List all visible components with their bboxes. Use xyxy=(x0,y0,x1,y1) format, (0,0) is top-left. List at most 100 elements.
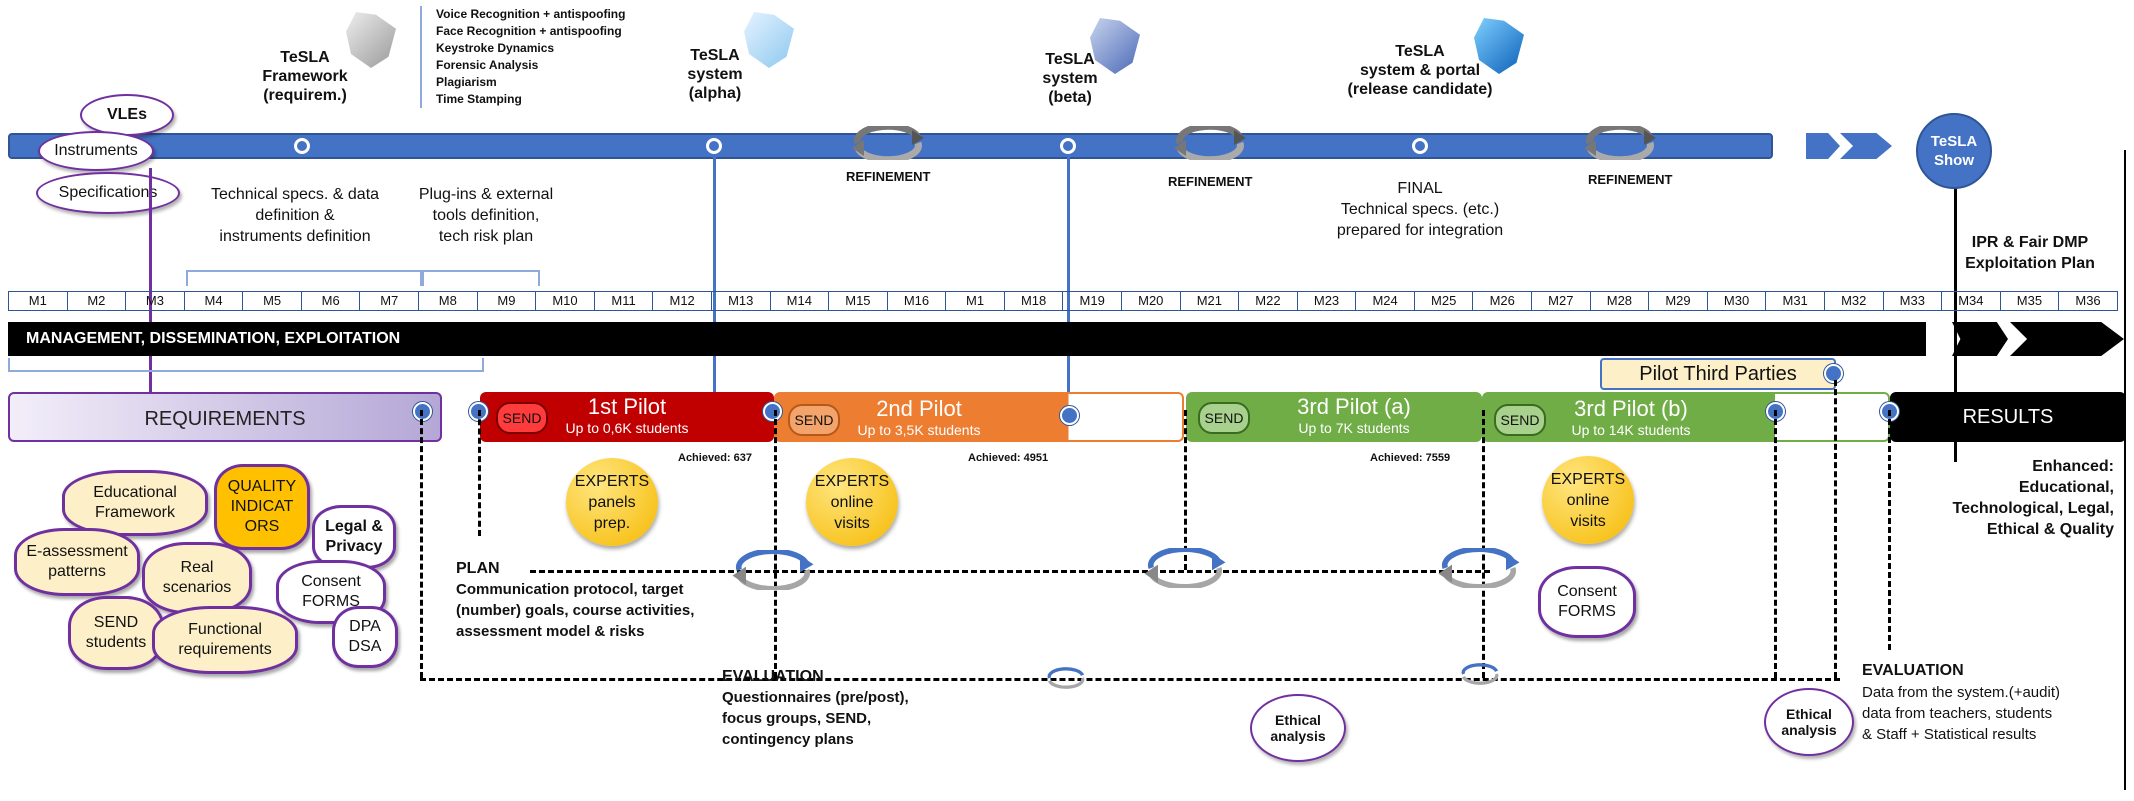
pilot-1-target: Up to 0,6K students xyxy=(565,420,689,436)
month-cell: M16 xyxy=(888,292,947,310)
ipr-note: IPR & Fair DMP Exploitation Plan xyxy=(1965,234,2095,272)
send-badge: SEND xyxy=(788,404,840,436)
month-cell: M7 xyxy=(360,292,420,310)
experts-online-visits-badge: EXPERTS online visits xyxy=(1542,456,1634,544)
pilot-3a-target: Up to 7K students xyxy=(1298,420,1410,436)
management-bar: MANAGEMENT, DISSEMINATION, EXPLOITATION xyxy=(8,322,1926,356)
milestone-release-title: TeSLA system & portal (release candidate… xyxy=(1347,43,1493,98)
month-cell: M28 xyxy=(1591,292,1650,310)
month-cell: M29 xyxy=(1649,292,1708,310)
cycle-icon xyxy=(1144,548,1226,588)
milestone-beta-title: TeSLA system (beta) xyxy=(1042,51,1098,106)
req-line xyxy=(149,168,152,392)
bracket xyxy=(420,270,540,286)
timeline-arrow xyxy=(1840,133,1892,159)
month-cell: M12 xyxy=(653,292,712,310)
ethical-analysis-bubble: Ethical analysis xyxy=(1764,688,1854,756)
month-cell: M1 xyxy=(946,292,1005,310)
dpa-dsa-bubble: DPA DSA xyxy=(332,606,398,668)
pilot-3a-achieved: Achieved: 7559 xyxy=(1370,452,1451,464)
month-cell: M4 xyxy=(185,292,244,310)
month-cell: M10 xyxy=(536,292,595,310)
tesla-show-button[interactable]: TeSLA Show xyxy=(1916,113,1992,189)
experts-panels-badge: EXPERTS panels prep. xyxy=(566,458,658,546)
cycle-icon xyxy=(732,550,814,590)
feature-item: Plagiarism xyxy=(436,75,497,89)
month-cell: M1 xyxy=(9,292,68,310)
milestone-framework-title: TeSLA Framework (requirem.) xyxy=(262,49,348,104)
month-cell: M34 xyxy=(1942,292,2001,310)
dashed-vertical xyxy=(478,410,481,536)
dashed-vertical xyxy=(774,410,777,678)
pilot-1-achieved: Achieved: 637 xyxy=(678,452,752,464)
plan-title: PLAN xyxy=(456,560,500,577)
month-cell: M33 xyxy=(1884,292,1943,310)
month-cell: M21 xyxy=(1181,292,1240,310)
refinement-label: REFINEMENT xyxy=(846,169,931,184)
month-cell: M22 xyxy=(1239,292,1298,310)
pilot-2-achieved: Achieved: 4951 xyxy=(968,452,1049,464)
month-cell: M13 xyxy=(712,292,771,310)
dashed-vertical xyxy=(1482,410,1485,678)
month-cell: M15 xyxy=(829,292,888,310)
phase-dot xyxy=(1060,406,1079,425)
feature-item: Keystroke Dynamics xyxy=(436,41,555,55)
month-cell: M19 xyxy=(1063,292,1122,310)
cycle-icon xyxy=(1438,548,1520,588)
timeline-arrow xyxy=(1806,133,1840,159)
bracket xyxy=(186,270,424,286)
cycle-icon xyxy=(1047,667,1085,689)
month-cell: M25 xyxy=(1415,292,1474,310)
results-phase: RESULTS xyxy=(1890,392,2126,442)
evaluation-description: Questionnaires (pre/post), focus groups,… xyxy=(722,689,909,748)
milestone-release xyxy=(1412,138,1428,154)
month-cell: M27 xyxy=(1532,292,1591,310)
consent-forms-bubble: Consent FORMS xyxy=(1538,566,1636,638)
refinement-cycle-icon xyxy=(852,126,924,160)
month-cell: M5 xyxy=(243,292,302,310)
pilot-3b-phase: SEND 3rd Pilot (b) Up to 14K students xyxy=(1482,392,1890,442)
dashed-vertical xyxy=(1888,410,1891,650)
requirements-label: REQUIREMENTS xyxy=(144,408,306,430)
beta-line xyxy=(1067,154,1070,418)
month-cell: M8 xyxy=(419,292,478,310)
e-assessment-patterns-bubble: E-assessment patterns xyxy=(14,528,140,596)
dashed-vertical xyxy=(1184,410,1187,570)
pilot-3b-target: Up to 14K students xyxy=(1571,422,1691,438)
educational-framework-bubble: Educational Framework xyxy=(62,470,208,536)
month-cell: M2 xyxy=(68,292,127,310)
month-cell: M20 xyxy=(1122,292,1181,310)
refinement-label: REFINEMENT xyxy=(1588,172,1673,187)
dashed-vertical xyxy=(1774,410,1777,678)
month-cell: M6 xyxy=(302,292,361,310)
enhanced-results: Enhanced: Educational, Technological, Le… xyxy=(1952,458,2114,538)
pilot-3a-title: 3rd Pilot (a) xyxy=(1297,394,1411,419)
final-specs-note: FINAL Technical specs. (etc.) prepared f… xyxy=(1336,180,1504,239)
real-scenarios-bubble: Real scenarios xyxy=(142,542,252,614)
quality-indicators-bubble: QUALITY INDICAT ORS xyxy=(214,464,310,550)
refinement-label: REFINEMENT xyxy=(1168,174,1253,189)
pilot-3a-phase: SEND 3rd Pilot (a) Up to 7K students xyxy=(1186,392,1482,442)
requirements-phase: REQUIREMENTS xyxy=(8,392,442,442)
phase-dot xyxy=(763,402,782,421)
instruments-bubble: Instruments xyxy=(38,131,154,171)
alpha-line xyxy=(713,154,716,394)
pilot-2-title: 2nd Pilot xyxy=(876,396,962,421)
experts-online-visits-badge: EXPERTS online visits xyxy=(806,458,898,546)
send-badge: SEND xyxy=(1198,402,1250,434)
management-arrow xyxy=(2010,322,2124,356)
feature-item: Time Stamping xyxy=(436,92,522,106)
vles-bubble: VLEs xyxy=(80,94,174,136)
show-line xyxy=(1954,170,1957,462)
plan-description: Communication protocol, target (number) … xyxy=(456,581,695,640)
milestone-framework xyxy=(294,138,310,154)
month-cell: M32 xyxy=(1825,292,1884,310)
month-cell: M18 xyxy=(1005,292,1064,310)
plan-dashed-line xyxy=(530,570,1490,573)
month-cell: M24 xyxy=(1356,292,1415,310)
send-badge: SEND xyxy=(1494,404,1546,436)
pilot-2-phase: SEND 2nd Pilot Up to 3,5K students xyxy=(774,392,1184,442)
month-cell: M11 xyxy=(595,292,654,310)
feature-item: Face Recognition + antispoofing xyxy=(436,24,622,38)
refinement-cycle-icon xyxy=(1584,126,1656,160)
